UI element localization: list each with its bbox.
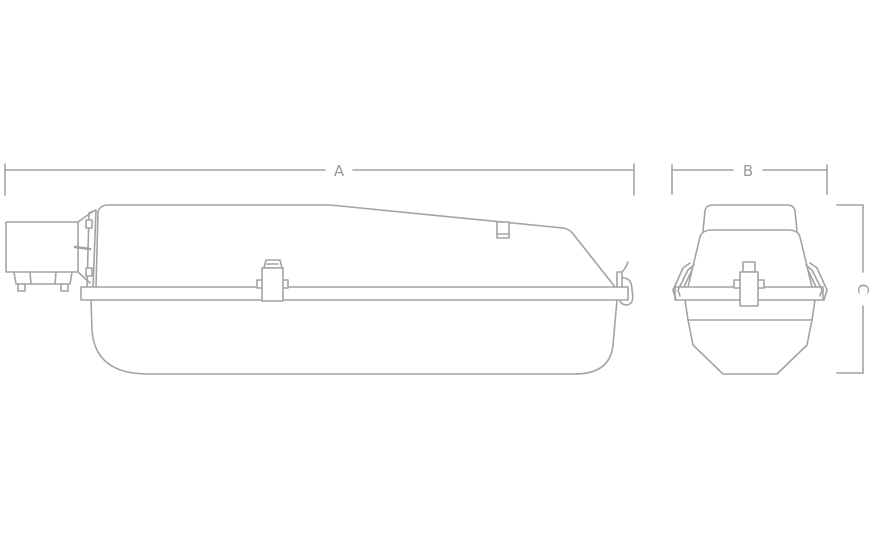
side-clip-left — [672, 262, 695, 301]
dimension-b: B — [671, 162, 828, 195]
latch — [256, 259, 289, 302]
lower-bowl-front — [684, 299, 816, 375]
frame-bar — [80, 286, 629, 301]
dimension-c: C — [836, 204, 872, 374]
housing-clip — [496, 221, 510, 239]
front-view — [672, 204, 828, 375]
lower-bowl — [90, 299, 618, 375]
top-cap — [702, 204, 798, 232]
side-clip-right — [805, 262, 828, 301]
hinge — [616, 261, 634, 306]
dimension-a-label: A — [334, 162, 345, 180]
latch-front — [733, 261, 765, 307]
dimension-a: A — [4, 162, 635, 196]
upper-housing — [95, 204, 616, 288]
dimension-c-label: C — [854, 284, 872, 294]
side-view — [5, 204, 634, 375]
upper-housing-front — [687, 229, 813, 288]
mounting-bracket — [5, 209, 97, 292]
dimension-b-label: B — [743, 162, 753, 180]
